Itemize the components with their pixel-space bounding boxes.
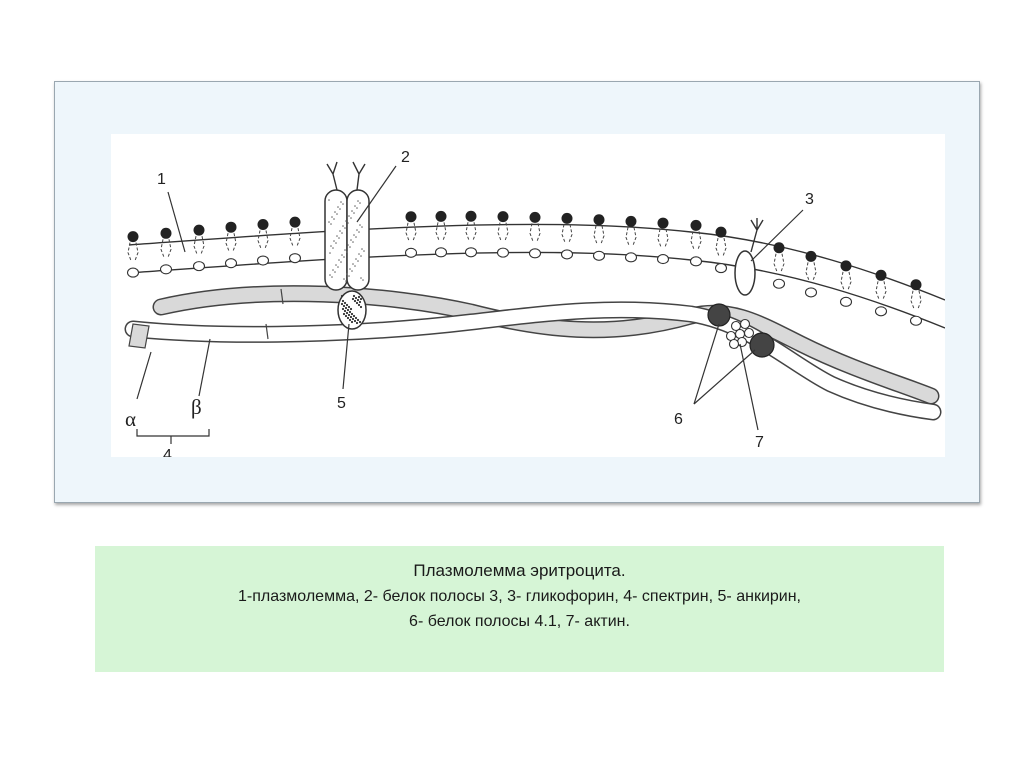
lipid-tail	[290, 228, 300, 246]
membrane-diagram: 1 2 3 α β 4 5 6 7	[111, 134, 945, 457]
glycophorin	[735, 218, 763, 295]
lipid-inner-head	[626, 253, 637, 262]
lipid-tail	[806, 262, 816, 280]
band-4-1-protein-right	[750, 333, 774, 357]
label-2: 2	[401, 149, 410, 166]
lipid-head	[226, 222, 237, 233]
lipid-inner-head	[258, 256, 269, 265]
lipid-inner-head	[128, 268, 139, 277]
lipid-tail	[562, 224, 572, 242]
lipid-head	[626, 216, 637, 227]
lipid-inner-head	[658, 255, 669, 264]
lipid-tail	[691, 231, 701, 249]
lipid-inner-head	[530, 249, 541, 258]
lipid-head	[876, 270, 887, 281]
lipid-head	[466, 211, 477, 222]
lipid-inner-head	[226, 259, 237, 268]
lipid-inner-head	[774, 279, 785, 288]
lipid-inner-head	[406, 248, 417, 257]
lipid-tail	[658, 229, 668, 247]
lipid-inner-head	[436, 248, 447, 257]
label-5: 5	[337, 395, 346, 412]
lipid-tail	[258, 231, 268, 249]
label-4: 4	[163, 447, 172, 457]
lipid-inner-head	[911, 316, 922, 325]
lipid-head	[290, 217, 301, 228]
lipid-tail	[594, 226, 604, 244]
label-beta: β	[191, 395, 202, 419]
lipid-tail	[841, 272, 851, 290]
lipid-inner-head	[290, 254, 301, 263]
lipid-inner-head	[841, 297, 852, 306]
lipid-head	[406, 211, 417, 222]
lipid-inner-head	[466, 248, 477, 257]
lipid-tail	[530, 223, 540, 241]
caption-box: Плазмолемма эритроцита. 1-плазмолемма, 2…	[95, 546, 944, 672]
lipid-inner-head	[716, 264, 727, 273]
lipid-head	[658, 218, 669, 229]
lipid-tail	[774, 254, 784, 272]
lipid-inner-head	[594, 251, 605, 260]
lipid-tail	[436, 222, 446, 240]
label-alpha: α	[125, 407, 136, 431]
lipid-inner-head	[161, 265, 172, 274]
band-4-1-protein-left	[708, 304, 730, 326]
lipid-head	[806, 251, 817, 262]
lipid-inner-head	[498, 248, 509, 257]
lipid-head	[594, 214, 605, 225]
caption-line-2: 6- белок полосы 4.1, 7- актин.	[95, 609, 944, 634]
lipid-head	[562, 213, 573, 224]
lipid-head	[436, 211, 447, 222]
lipid-head	[128, 231, 139, 242]
label-7: 7	[755, 434, 764, 451]
lipid-inner-head	[691, 257, 702, 266]
spectrin-filaments	[129, 289, 933, 412]
band-3-protein	[325, 162, 369, 290]
lipid-tail	[911, 291, 921, 309]
ankyrin	[338, 291, 366, 329]
lipid-tail	[226, 233, 236, 251]
label-1: 1	[157, 171, 166, 188]
lipid-tail	[626, 227, 636, 245]
lipid-inner-head	[194, 262, 205, 271]
lipid-inner-head	[562, 250, 573, 259]
label-6: 6	[674, 411, 683, 428]
lipid-head	[530, 212, 541, 223]
lipid-head	[841, 260, 852, 271]
lipid-head	[194, 225, 205, 236]
label-3: 3	[805, 191, 814, 208]
lipid-head	[498, 211, 509, 222]
lipid-head	[258, 219, 269, 230]
caption-line-1: 1-плазмолемма, 2- белок полосы 3, 3- гли…	[95, 584, 944, 609]
caption-title: Плазмолемма эритроцита.	[95, 558, 944, 584]
lipid-tail	[876, 281, 886, 299]
lipid-tail	[716, 238, 726, 256]
lipid-head	[774, 242, 785, 253]
lipid-inner-head	[806, 288, 817, 297]
lipid-tail	[194, 236, 204, 254]
lipid-inner-head	[876, 307, 887, 316]
lipid-head	[161, 228, 172, 239]
lipid-head	[691, 220, 702, 231]
figure-frame: 1 2 3 α β 4 5 6 7	[54, 81, 980, 503]
lipid-head	[716, 227, 727, 238]
lipid-tail	[498, 223, 508, 241]
lipid-tail	[406, 223, 416, 241]
lipid-head	[911, 279, 922, 290]
